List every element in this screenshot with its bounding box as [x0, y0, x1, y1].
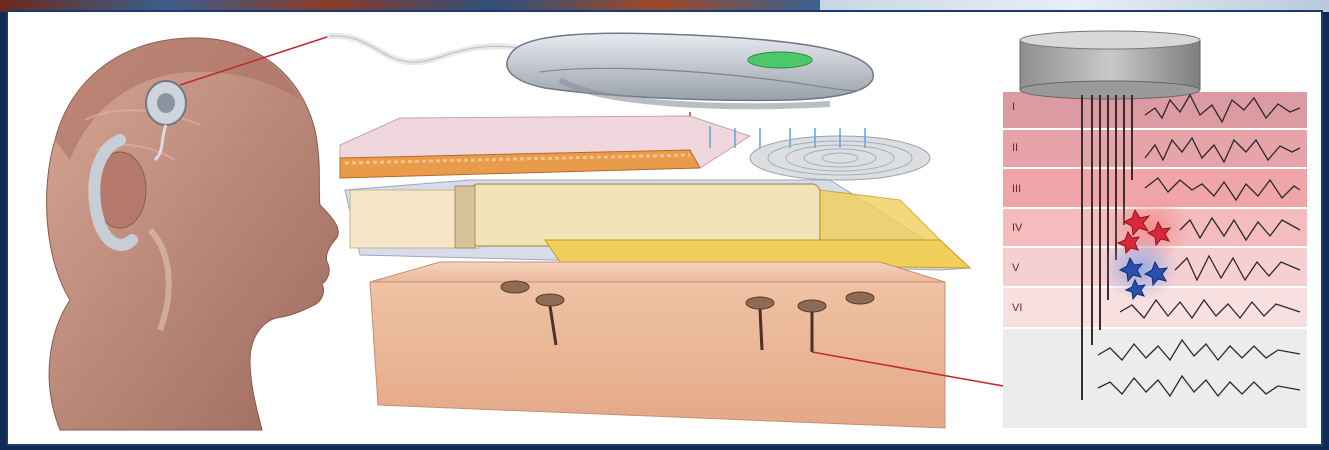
head-profile-icon [47, 38, 339, 430]
wireless-device-icon [330, 33, 873, 130]
layer-label: V [1012, 262, 1020, 274]
layer-label: III [1012, 183, 1021, 195]
layer-label: II [1012, 142, 1018, 154]
implant-stack [340, 116, 970, 428]
layer-label: IV [1012, 222, 1023, 234]
layer-label: I [1012, 101, 1015, 113]
layer-label: VI [1012, 302, 1022, 314]
cortex-panel: I II III IV V VI [1003, 31, 1307, 428]
cylinder-electrode-icon [1020, 31, 1200, 99]
tissue-block [370, 262, 945, 428]
